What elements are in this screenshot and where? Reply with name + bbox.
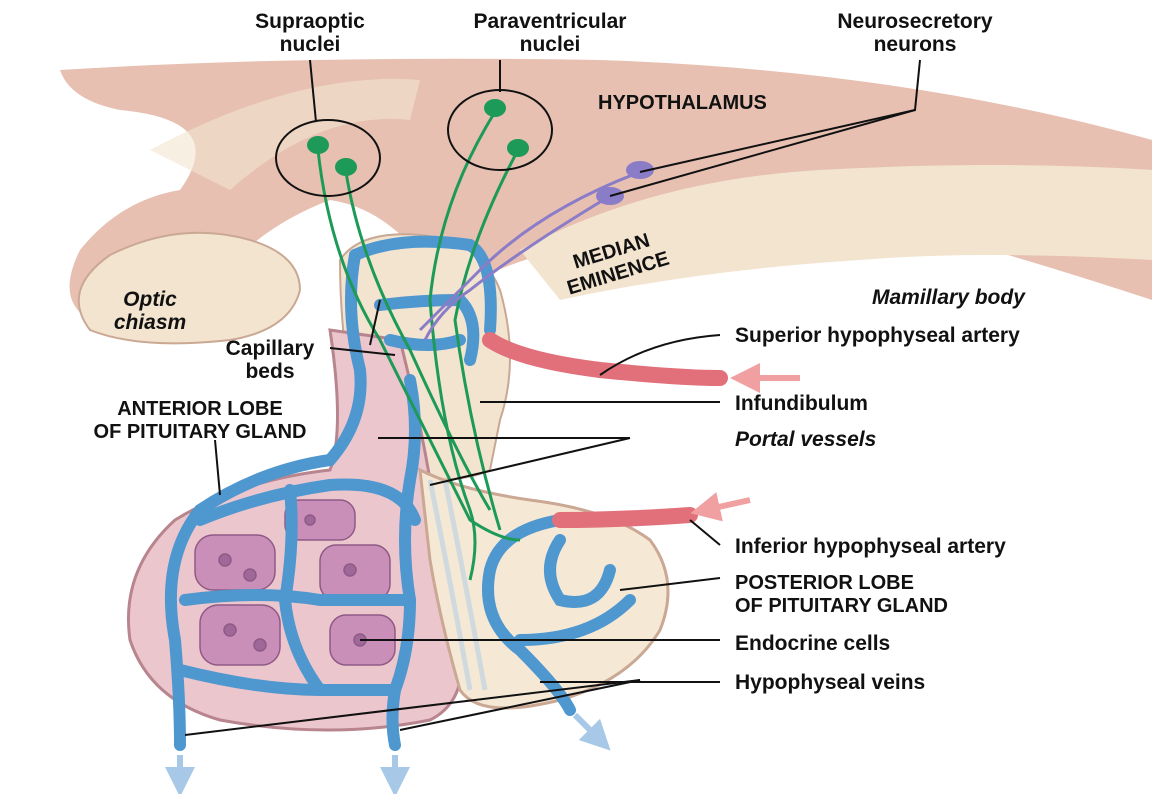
- hypophyseal-veins-label: Hypophyseal veins: [735, 671, 925, 694]
- endocrine-cells-label: Endocrine cells: [735, 632, 890, 655]
- arteries: [490, 340, 720, 520]
- optic-chiasm-label: Optic chiasm: [95, 288, 205, 334]
- supraoptic-line-2: nuclei: [225, 33, 395, 56]
- mamillary-body-label: Mamillary body: [872, 286, 1025, 309]
- posterior-lobe-line-2: OF PITUITARY GLAND: [735, 595, 948, 618]
- portal-vessels-label: Portal vessels: [735, 428, 876, 451]
- paraventricular-line-2: nuclei: [440, 33, 660, 56]
- neurosecretory-line-2: neurons: [800, 33, 1030, 56]
- posterior-lobe-label: POSTERIOR LOBE OF PITUITARY GLAND: [735, 572, 948, 618]
- anterior-lobe-line-2: OF PITUITARY GLAND: [20, 421, 380, 444]
- paraventricular-line-1: Paraventricular: [440, 10, 660, 33]
- inferior-artery-flow-arrow: [705, 500, 750, 510]
- paraventricular-nuclei-label: Paraventricular nuclei: [440, 10, 660, 56]
- superior-hypophyseal-artery-label: Superior hypophyseal artery: [735, 324, 1020, 347]
- anterior-lobe-label: ANTERIOR LOBE OF PITUITARY GLAND: [20, 398, 380, 444]
- beds-line: beds: [205, 360, 335, 383]
- optic-line: Optic: [95, 288, 205, 311]
- hypothalamus-label: HYPOTHALAMUS: [598, 92, 767, 115]
- supraoptic-nuclei-label: Supraoptic nuclei: [225, 10, 395, 56]
- capillary-beds-label: Capillary beds: [205, 337, 335, 383]
- anterior-lobe-line-1: ANTERIOR LOBE: [20, 398, 380, 421]
- vein-flow-arrow-right: [575, 715, 600, 740]
- neurosecretory-line-1: Neurosecretory: [800, 10, 1030, 33]
- inferior-hypophyseal-artery-label: Inferior hypophyseal artery: [735, 535, 1006, 558]
- infundibulum-label: Infundibulum: [735, 392, 868, 415]
- chiasm-line: chiasm: [95, 311, 205, 334]
- supraoptic-line-1: Supraoptic: [225, 10, 395, 33]
- posterior-lobe-line-1: POSTERIOR LOBE: [735, 572, 948, 595]
- capillary-line: Capillary: [205, 337, 335, 360]
- neurosecretory-neurons-label: Neurosecretory neurons: [800, 10, 1030, 56]
